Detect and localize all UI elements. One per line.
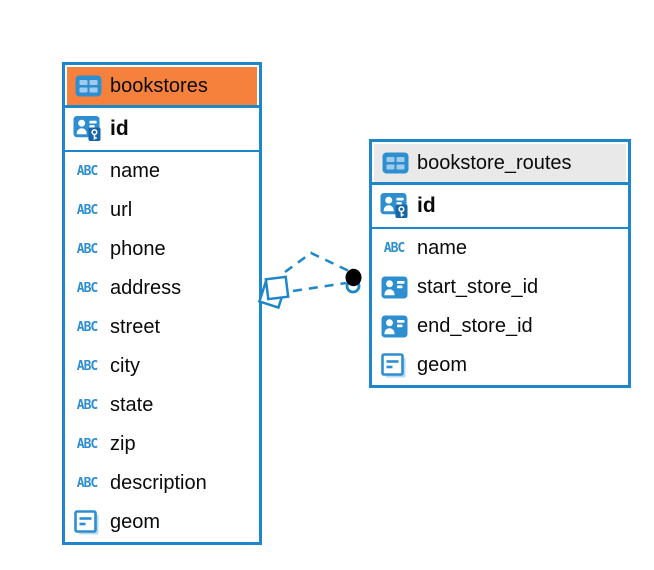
column-name: geom <box>417 354 468 376</box>
table-bookstore-routes[interactable]: bookstore_routes id ABC name start_store… <box>369 139 631 388</box>
column-name: address <box>110 277 182 299</box>
column-name: description <box>110 472 207 494</box>
abc-icon: ABC <box>76 242 98 257</box>
table-bookstores[interactable]: bookstores id ABC name ABC url ABC phone… <box>62 62 262 545</box>
geometry-type-icon <box>73 509 101 536</box>
column-row[interactable]: geom <box>372 346 628 385</box>
column-row[interactable]: ABC url <box>65 191 259 230</box>
column-name: city <box>110 355 140 377</box>
abc-icon: ABC <box>76 437 98 452</box>
column-row[interactable]: ABC street <box>65 308 259 347</box>
divider <box>372 182 628 185</box>
abc-icon: ABC <box>76 281 98 296</box>
column-row[interactable]: ABC city <box>65 347 259 386</box>
abc-icon: ABC <box>76 320 98 335</box>
table-grid-icon <box>381 152 409 174</box>
column-name: geom <box>110 511 161 533</box>
column-name: state <box>110 394 154 416</box>
abc-icon: ABC <box>383 241 405 256</box>
column-row[interactable]: geom <box>65 503 259 542</box>
foreign-key-icon <box>380 315 408 338</box>
column-name: phone <box>110 238 166 260</box>
foreign-key-icon <box>380 276 408 299</box>
column-row-id[interactable]: id <box>372 184 628 227</box>
primary-key-icon <box>380 192 408 219</box>
column-name: id <box>110 116 129 140</box>
column-name: start_store_id <box>417 276 539 298</box>
table-title: bookstores <box>110 74 208 97</box>
abc-icon: ABC <box>76 398 98 413</box>
column-row[interactable]: start_store_id <box>372 268 628 307</box>
table-header-bookstore-routes[interactable]: bookstore_routes <box>374 144 626 182</box>
relationship-line-upper[interactable] <box>284 251 350 274</box>
column-row[interactable]: ABC state <box>65 386 259 425</box>
geometry-type-icon <box>380 352 408 379</box>
divider <box>372 226 628 229</box>
column-row[interactable]: end_store_id <box>372 307 628 346</box>
relationship-square-marker[interactable] <box>257 275 290 310</box>
column-row[interactable]: ABC address <box>65 269 259 308</box>
column-name: name <box>110 160 161 182</box>
column-row-id[interactable]: id <box>65 107 259 150</box>
relationship-line-lower[interactable] <box>292 281 347 293</box>
column-name: name <box>417 237 468 259</box>
divider <box>65 105 259 108</box>
table-header-bookstores[interactable]: bookstores <box>67 67 257 105</box>
table-grid-icon <box>74 75 102 97</box>
relationship-dot-marker[interactable] <box>345 268 362 294</box>
column-name: url <box>110 199 133 221</box>
column-name: street <box>110 316 161 338</box>
column-name: id <box>417 193 436 217</box>
column-name: zip <box>110 433 136 455</box>
divider <box>65 149 259 152</box>
column-name: end_store_id <box>417 315 533 337</box>
column-row[interactable]: ABC name <box>65 152 259 191</box>
column-row[interactable]: ABC zip <box>65 425 259 464</box>
column-row[interactable]: ABC name <box>372 229 628 268</box>
column-row[interactable]: ABC description <box>65 464 259 503</box>
abc-icon: ABC <box>76 476 98 491</box>
abc-icon: ABC <box>76 203 98 218</box>
column-row[interactable]: ABC phone <box>65 230 259 269</box>
primary-key-icon <box>73 115 101 142</box>
abc-icon: ABC <box>76 164 98 179</box>
table-title: bookstore_routes <box>417 151 572 174</box>
abc-icon: ABC <box>76 359 98 374</box>
